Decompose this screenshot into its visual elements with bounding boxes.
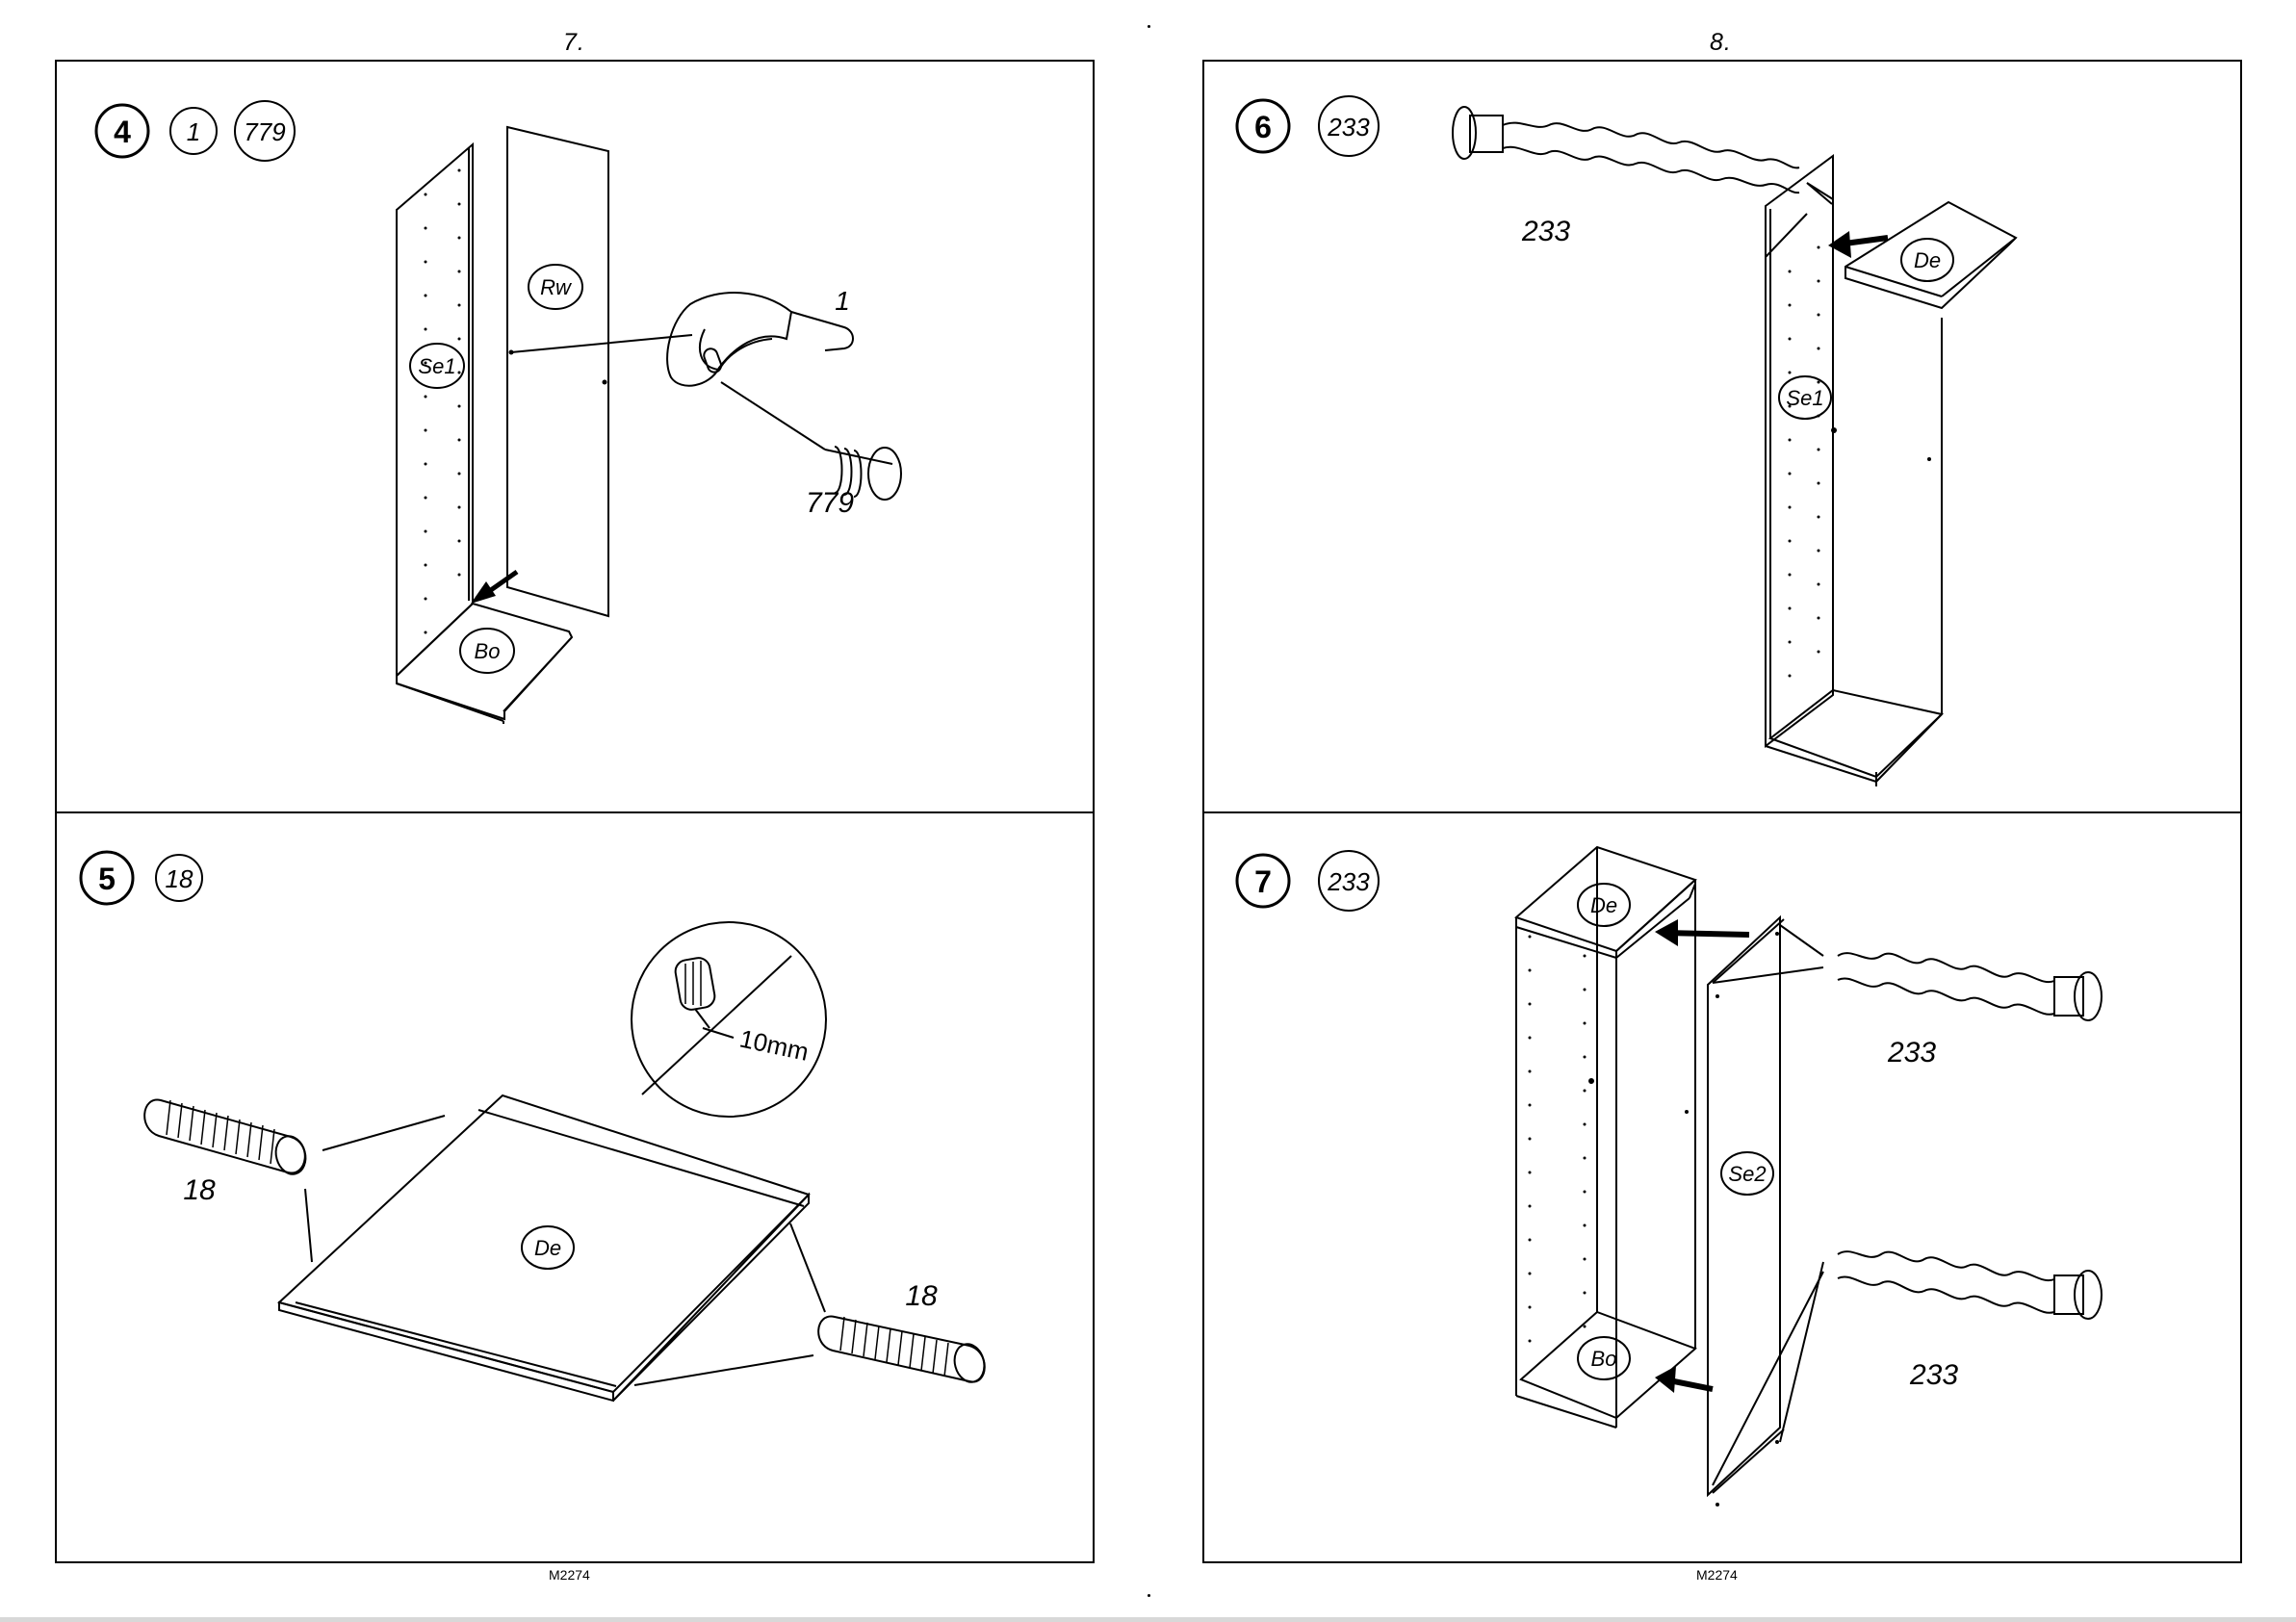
- part-number-screw: 779: [244, 117, 285, 146]
- step-7-illustration: 7 233 De Bo Se2 233 233: [1202, 811, 2242, 1563]
- arrow-icon: [1655, 919, 1749, 946]
- label-back-panel: Rw: [540, 275, 573, 299]
- label-bottom-panel: Bo: [1591, 1347, 1617, 1371]
- label-dowel-right: 18: [905, 1280, 938, 1312]
- label-side-panel: Se1: [1786, 386, 1823, 410]
- screw-icon: [868, 448, 901, 500]
- arrow-icon: [1655, 1366, 1713, 1393]
- side-panel-shape: [1708, 917, 1780, 1495]
- cam-connector-icon: [2075, 972, 2102, 1020]
- label-connector-bottom: 233: [1909, 1359, 1958, 1391]
- label-connector-top: 233: [1887, 1037, 1936, 1068]
- part-number-connector: 233: [1327, 113, 1370, 142]
- cam-connector-icon: [2075, 1271, 2102, 1319]
- label-bottom-panel: Bo: [475, 639, 501, 663]
- corner-bracket-icon: [667, 293, 791, 386]
- bottom-edge-strip: [0, 1617, 2296, 1622]
- step-4-illustration: 4 1 779 Se1 Rw Bo 1 779: [55, 60, 1095, 811]
- part-number-bracket: 1: [187, 117, 200, 146]
- page-number-left: 7.: [563, 29, 585, 57]
- step-6-illustration: 6 233 Se1 De 233: [1202, 60, 2242, 811]
- label-dowel-depth: 10mm: [737, 1024, 812, 1067]
- dowel-icon: [674, 956, 716, 1011]
- label-top-panel: De: [1914, 248, 1941, 272]
- label-dowel-left: 18: [183, 1174, 216, 1206]
- step-number: 5: [98, 862, 116, 896]
- label-top-panel: De: [1590, 893, 1617, 917]
- step-number: 6: [1254, 110, 1272, 144]
- step-5-panel: 5 18 De 18 18 10mm: [55, 811, 1095, 1563]
- document-code-left: M2274: [549, 1567, 590, 1583]
- label-bracket: 1: [835, 286, 850, 316]
- step-6-panel: 6 233 Se1 De 233: [1202, 60, 2242, 811]
- step-7-panel: 7 233 De Bo Se2 233 233: [1202, 811, 2242, 1563]
- detail-magnifier: [632, 922, 826, 1117]
- label-top-panel: De: [534, 1236, 561, 1260]
- part-number-connector: 233: [1327, 867, 1370, 896]
- label-screw: 779: [806, 487, 854, 519]
- label-side-panel: Se2: [1728, 1162, 1766, 1186]
- part-number-dowel: 18: [166, 864, 193, 893]
- step-number: 4: [114, 115, 131, 149]
- arrow-icon: [1828, 231, 1888, 258]
- crop-mark-bottom: [1148, 1594, 1150, 1597]
- side-panel-shape: [397, 144, 473, 676]
- step-4-panel: 4 1 779 Se1 Rw Bo 1 779: [55, 60, 1095, 811]
- label-connector: 233: [1521, 216, 1570, 247]
- document-code-right: M2274: [1696, 1567, 1738, 1583]
- back-panel-shape: [507, 127, 608, 616]
- label-side-panel: Se1: [418, 354, 455, 378]
- crop-mark-top: [1148, 25, 1150, 28]
- page-number-right: 8.: [1710, 29, 1732, 57]
- step-5-illustration: 5 18 De 18 18 10mm: [55, 811, 1095, 1563]
- step-number: 7: [1254, 864, 1272, 899]
